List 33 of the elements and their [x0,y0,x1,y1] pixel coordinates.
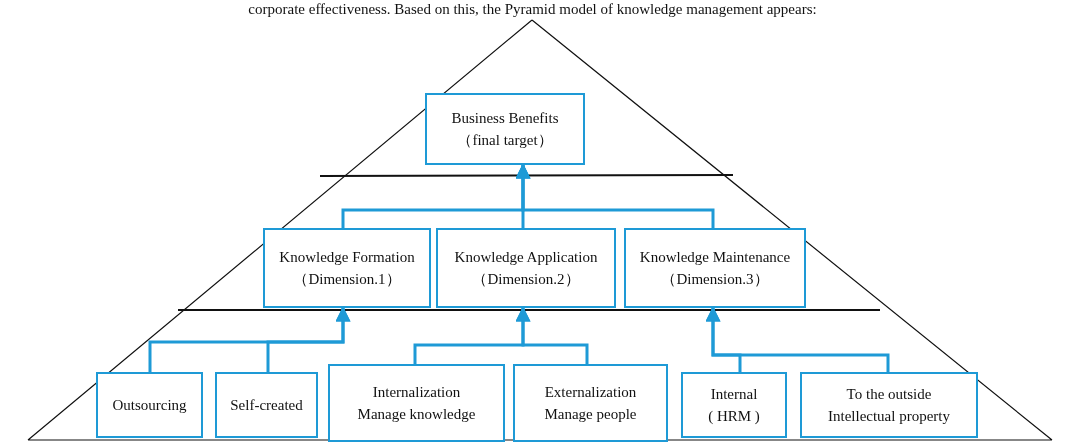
process-box [263,228,431,308]
box-text: Outsourcing [112,396,187,415]
process-box [436,228,616,308]
box-text: Internal [710,385,758,404]
process-box [513,364,668,442]
process-box [624,228,806,308]
box-text: To the outside [846,385,932,404]
box-text: （Dimension.3） [661,270,769,289]
box-text: Business Benefits [451,109,559,128]
box-text: Knowledge Formation [279,248,415,267]
process-box [800,372,978,438]
intro-text: corporate effectiveness. Based on this, the Pyramid model of knowledge management appears: [247,0,818,18]
box-text: （Dimension.1） [293,270,401,289]
box-text: （final target） [457,131,553,150]
process-box [681,372,787,438]
connector-arrow [266,306,351,372]
box-text: Manage knowledge [357,405,476,424]
process-box [425,93,585,165]
connector-arrow [705,306,890,372]
box-text: Knowledge Application [454,248,598,267]
process-box [215,372,318,438]
process-box [96,372,203,438]
connector-arrow [515,163,715,228]
connector-arrow [515,306,589,364]
box-text: Intellectual property [828,407,950,426]
process-box [328,364,505,442]
box-text: Internalization [372,383,461,402]
box-text: Manage people [544,405,637,424]
box-text: Knowledge Maintenance [639,248,791,267]
box-text: Self-created [230,396,303,415]
box-text: Externalization [544,383,637,402]
box-text: （Dimension.2） [472,270,580,289]
box-text: ( HRM ) [708,407,760,426]
